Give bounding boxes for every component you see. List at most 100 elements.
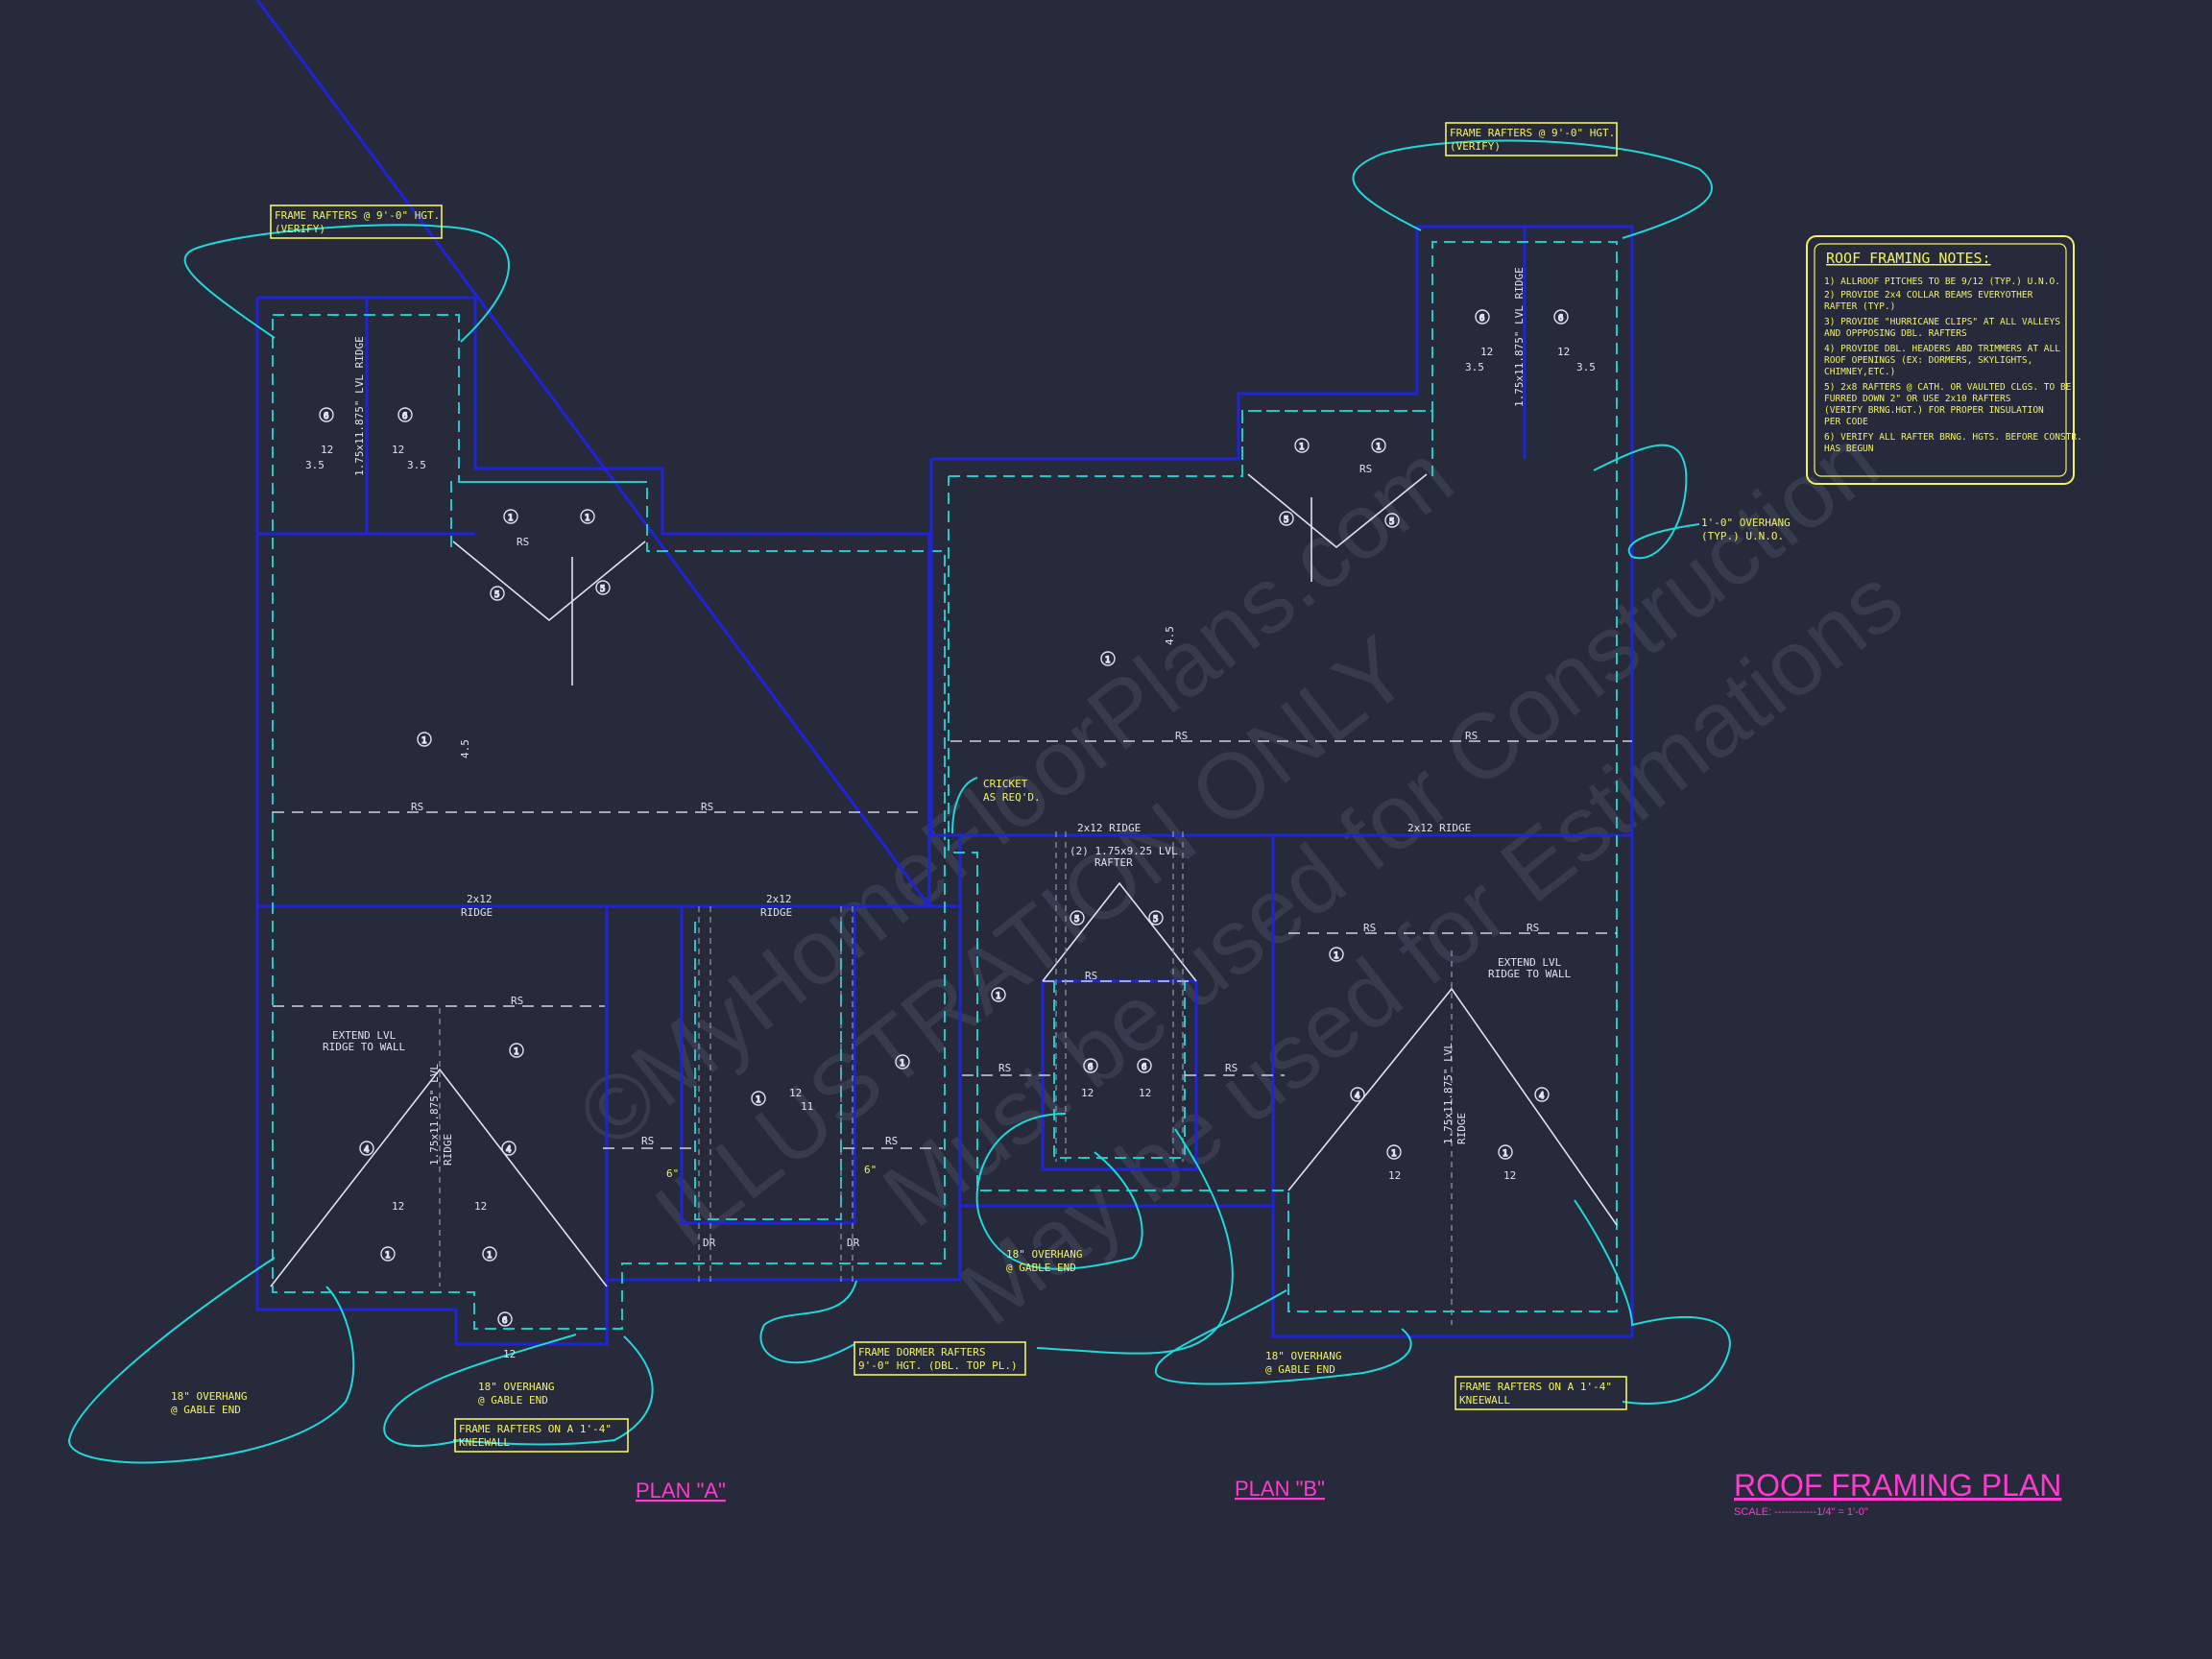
- mark-5: [1148, 910, 1164, 926]
- mark-number: 6: [324, 412, 328, 421]
- mark-number: 1: [487, 1251, 492, 1261]
- lvl-gable-label-b: 1.75x11.875" LVL: [1442, 1043, 1455, 1144]
- mark-number: 6: [1142, 1063, 1146, 1072]
- pitch-run: 3.5: [1576, 361, 1596, 373]
- mark-number: 5: [1153, 915, 1158, 925]
- callout-text: (VERIFY): [1450, 140, 1501, 153]
- leader-overhang-gable-b: [975, 1113, 1143, 1270]
- extend-lvl-label: RIDGE TO WALL: [323, 1041, 405, 1053]
- mark-number: 1: [1503, 1149, 1507, 1159]
- mark-1: [751, 1091, 766, 1106]
- pitch-rise: 12: [1480, 346, 1493, 358]
- pitch-run: 3.5: [1465, 361, 1484, 373]
- mark-number: 6: [1479, 314, 1484, 324]
- mark-number: 4: [1355, 1092, 1359, 1101]
- plan-a-dormer-wall: [680, 904, 856, 1225]
- plan-b-wall-outline: [929, 225, 1634, 1338]
- mark-1: [1498, 1144, 1513, 1160]
- callout-text: (VERIFY): [275, 223, 325, 235]
- note-line: 2) PROVIDE 2x4 COLLAR BEAMS EVERYOTHER: [1824, 290, 2033, 301]
- ridge-label: RIDGE: [760, 906, 792, 919]
- rs-label: RS: [517, 536, 529, 548]
- plan-a-label: PLAN "A": [636, 1479, 726, 1503]
- pitch-run: 11: [801, 1100, 813, 1113]
- ridge-2x12-label: 2x12 RIDGE: [1407, 822, 1471, 834]
- ridge-size-label: 2x12: [766, 893, 792, 905]
- mark-1: [1371, 438, 1386, 453]
- pitch-rise: 4.5: [1164, 626, 1176, 645]
- rs-label: RS: [1465, 730, 1478, 742]
- mark-number: 5: [1074, 915, 1079, 925]
- callout-overhang-typ: 1'-0" OVERHANG (TYP.) U.N.O.: [1701, 517, 1791, 542]
- note-line: CHIMNEY,ETC.): [1824, 367, 1895, 377]
- leader-overhang-gable-b2: [1154, 1289, 1412, 1385]
- mark-5: [1279, 511, 1294, 526]
- mark-1: [417, 732, 432, 747]
- rs-label: RS: [1359, 463, 1372, 475]
- mark-5: [1070, 910, 1085, 926]
- title-block: PLAN "A" PLAN "B" ROOF FRAMING PLAN SCAL…: [636, 1468, 2061, 1518]
- lvl-rafter-label: RAFTER: [1094, 856, 1133, 869]
- leader-kneewall-b: [1574, 1199, 1731, 1405]
- rs-label: RS: [511, 995, 523, 1007]
- pitch-rise: 12: [1139, 1087, 1151, 1099]
- mark-number: 6: [1558, 314, 1563, 324]
- leader-dormer-rafters: [759, 1280, 857, 1364]
- mark-number: 1: [900, 1059, 904, 1069]
- lvl-gable-ridge-a: RIDGE: [442, 1134, 454, 1166]
- plan-a-hip-top: [452, 541, 646, 622]
- mark-number: 5: [494, 590, 499, 600]
- mark-6: [1137, 1058, 1152, 1073]
- callout-text: (TYP.) U.N.O.: [1701, 530, 1784, 542]
- callout-text: @ GABLE END: [1265, 1363, 1335, 1376]
- rs-label: RS: [1363, 922, 1376, 934]
- callout-kneewall-a: FRAME RAFTERS ON A 1'-4" KNEEWALL: [454, 1418, 629, 1453]
- ridge-label: RIDGE: [461, 906, 493, 919]
- plan-b-dormer-triangle: [1042, 881, 1197, 982]
- plan-a-overhang-dormer: [450, 481, 647, 547]
- leader-kneewall-a: [452, 1335, 654, 1446]
- callout-text: 18" OVERHANG: [1265, 1350, 1341, 1362]
- leader-overhang-gable-a: [67, 1257, 355, 1464]
- callout-text: KNEEWALL: [1459, 1394, 1510, 1407]
- mark-1: [1100, 651, 1116, 666]
- mark-1: [509, 1043, 524, 1058]
- callout-text: @ GABLE END: [1006, 1262, 1076, 1274]
- sheet-scale: SCALE: ------------1/4" = 1'-0": [1734, 1506, 1868, 1518]
- mark-number: 1: [514, 1047, 518, 1057]
- plan-b-gable-triangle: [1287, 987, 1618, 1226]
- ridge-size-label: 2x12: [467, 893, 493, 905]
- plan-a-gable-triangle: [270, 1068, 608, 1287]
- pitch-rise: 12: [392, 444, 404, 456]
- callout-kneewall-b: FRAME RAFTERS ON A 1'-4" KNEEWALL: [1455, 1376, 1627, 1410]
- leader-overhang-gable-a2: [383, 1334, 577, 1447]
- mark-number: 6: [502, 1316, 507, 1326]
- rs-label: RS: [998, 1062, 1011, 1074]
- leader-frame-rafters-b: [1352, 139, 1713, 239]
- plan-b-roof: [929, 225, 1634, 1338]
- mark-1: [1386, 1144, 1402, 1160]
- ridge-2x12-label: 2x12 RIDGE: [1077, 822, 1141, 834]
- plan-labels: 1.75x11.875" LVL RIDGE 1.75x11.875" LVL …: [305, 267, 1596, 1360]
- pitch-run: 3.5: [305, 459, 325, 471]
- leader-lines: [67, 139, 1731, 1464]
- mark-6: [1083, 1058, 1098, 1073]
- callout-text: FRAME RAFTERS @ 9'-0" HGT.: [1450, 127, 1615, 139]
- dr-label: DR: [703, 1237, 716, 1249]
- lvl-ridge-label-a: 1.75x11.875" LVL RIDGE: [353, 336, 366, 476]
- note-line: AND OPPPOSING DBL. RAFTERS: [1824, 328, 1967, 339]
- mark-1: [1329, 947, 1344, 962]
- note-line: PER CODE: [1824, 417, 1868, 427]
- plan-a-overhang: [272, 314, 946, 1330]
- mark-1: [380, 1246, 396, 1262]
- leader-dormer-b: [1036, 1128, 1234, 1355]
- mark-1: [580, 509, 595, 524]
- pitch-rise: 4.5: [459, 739, 471, 758]
- leader-cricket: [951, 777, 978, 834]
- callout-text: KNEEWALL: [459, 1436, 510, 1449]
- rs-label: RS: [411, 801, 423, 813]
- extend-lvl-label: EXTEND LVL: [332, 1029, 397, 1042]
- note-line: RAFTER (TYP.): [1824, 301, 1895, 312]
- mark-5: [595, 580, 611, 595]
